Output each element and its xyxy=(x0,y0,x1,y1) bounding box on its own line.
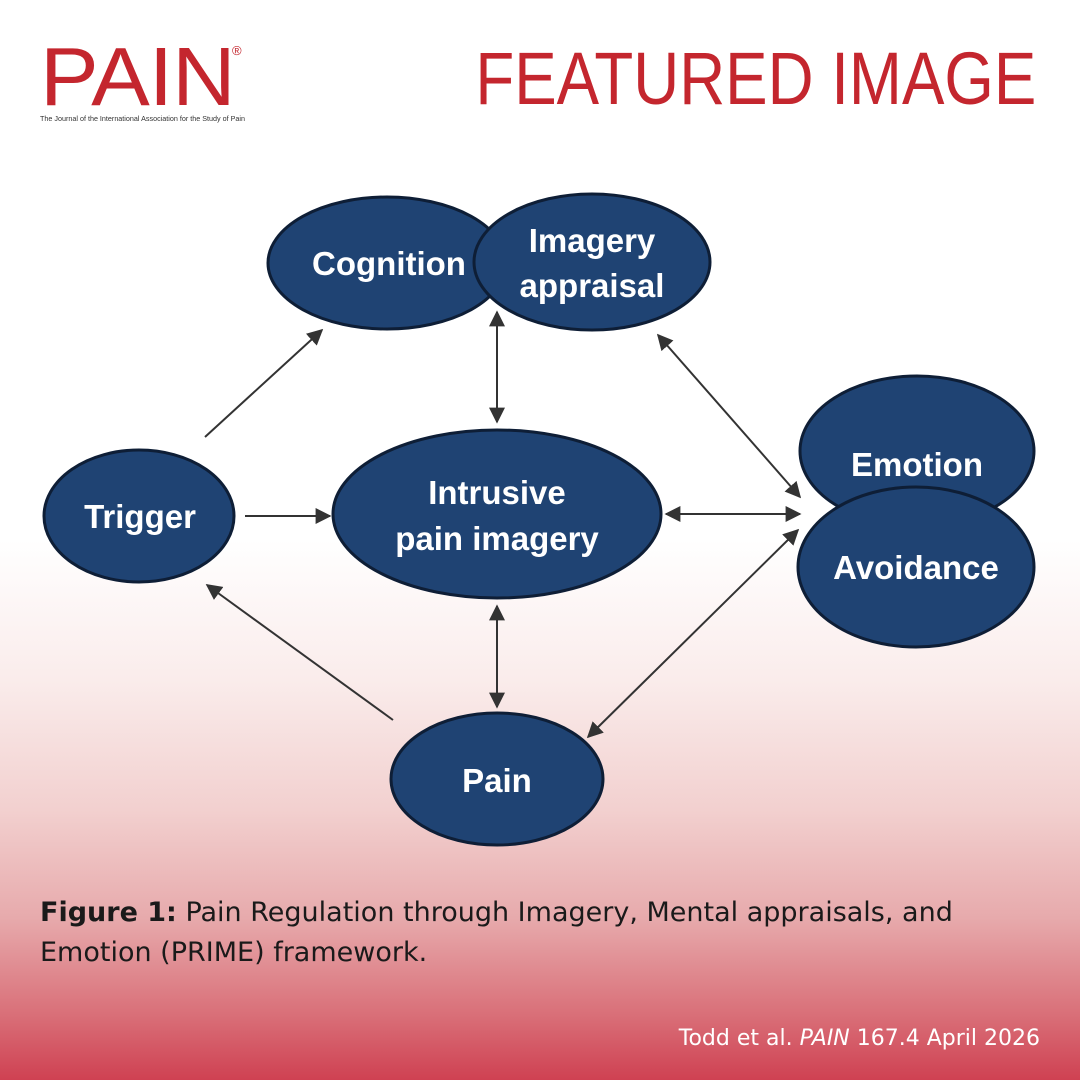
node-intrusive-pain-imagery: Intrusive pain imagery xyxy=(331,428,663,600)
figure-caption: Figure 1: Pain Regulation through Imager… xyxy=(40,893,1040,973)
node-avoidance-label: Avoidance xyxy=(833,549,999,586)
node-cognition: Cognition xyxy=(266,195,508,331)
arrow-trigger-to-cognition xyxy=(204,328,324,438)
citation: Todd et al. PAIN 167.4 April 2026 xyxy=(679,1026,1040,1051)
node-intrusive-line1: Intrusive xyxy=(428,474,566,511)
logo-tagline: The Journal of the International Associa… xyxy=(40,114,245,123)
node-intrusive-line2: pain imagery xyxy=(395,520,599,557)
node-imagery-appraisal-line2: appraisal xyxy=(520,267,665,304)
citation-journal: PAIN xyxy=(799,1026,850,1051)
node-cognition-label: Cognition xyxy=(312,245,466,282)
logo-wordmark: PAIN xyxy=(40,30,236,123)
arrow-pain-to-trigger xyxy=(205,584,394,721)
node-pain-label: Pain xyxy=(462,762,532,799)
journal-logo: PAIN ® The Journal of the International … xyxy=(40,30,250,123)
node-avoidance: Avoidance xyxy=(796,485,1036,649)
registered-mark: ® xyxy=(232,43,242,58)
node-trigger-label: Trigger xyxy=(84,498,196,535)
node-trigger: Trigger xyxy=(42,448,236,584)
diagram-arrows xyxy=(204,310,802,739)
featured-image-heading: FEATURED IMAGE xyxy=(474,37,1036,120)
caption-label: Figure 1: xyxy=(40,897,177,928)
citation-authors: Todd et al. xyxy=(678,1026,800,1051)
node-imagery-appraisal-line1: Imagery xyxy=(529,222,656,259)
arrow-avoidance-pain xyxy=(586,528,800,739)
citation-details: 167.4 April 2026 xyxy=(849,1026,1040,1051)
node-emotion-label: Emotion xyxy=(851,446,983,483)
node-imagery-appraisal: Imagery appraisal xyxy=(472,192,712,332)
caption-text: Pain Regulation through Imagery, Mental … xyxy=(40,897,953,968)
node-pain: Pain xyxy=(389,711,605,847)
arrow-appraisal-emotion xyxy=(656,333,802,499)
